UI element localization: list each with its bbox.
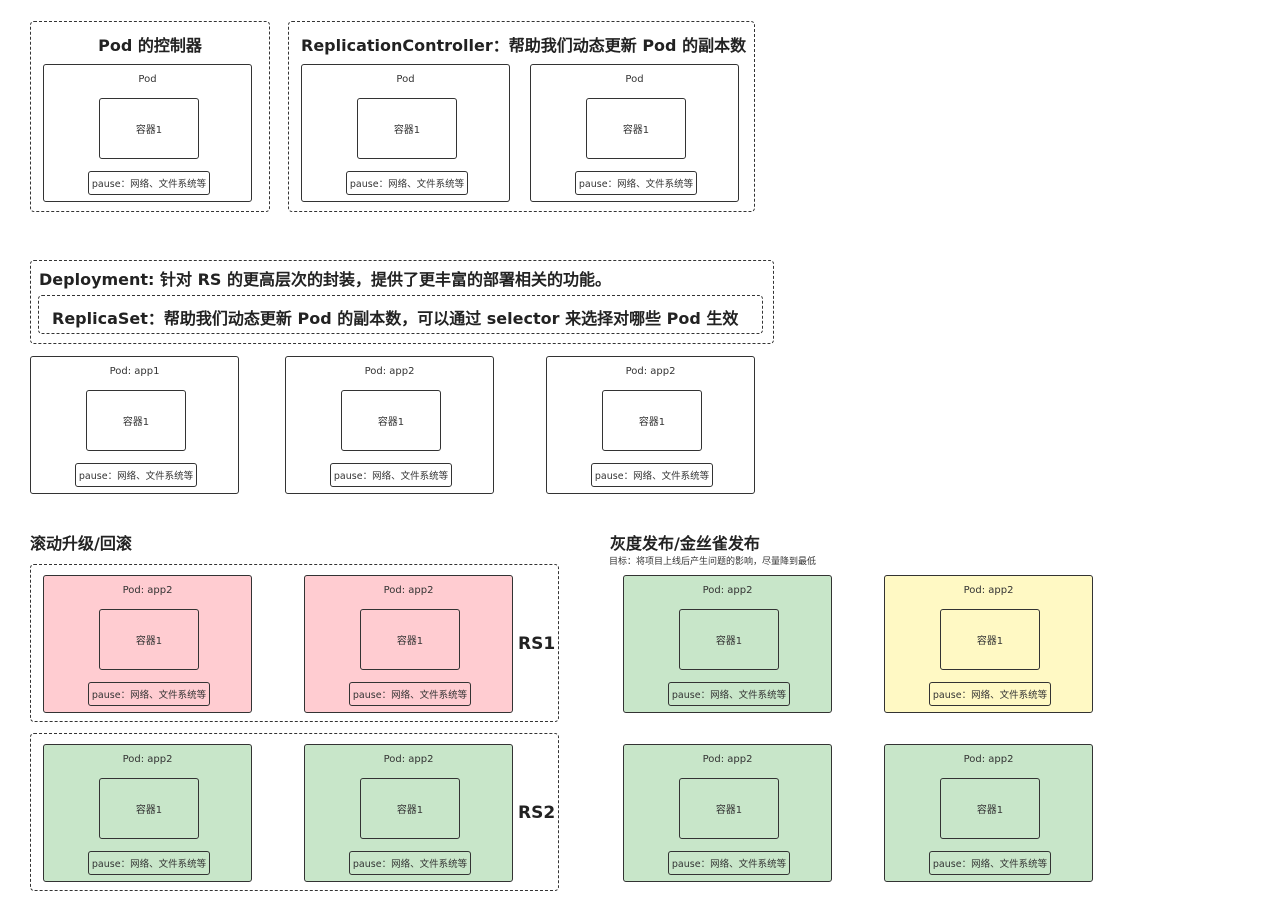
pod-box: Pod: app2 容器1 pause：网络、文件系统等: [285, 356, 494, 494]
pause-box: pause：网络、文件系统等: [88, 171, 210, 195]
replication-controller-title: ReplicationController：帮助我们动态更新 Pod 的副本数: [301, 36, 747, 55]
pod-controller-group: [30, 21, 270, 212]
pause-box: pause：网络、文件系统等: [346, 171, 468, 195]
pause-box: pause：网络、文件系统等: [349, 682, 471, 706]
container-box: 容器1: [679, 778, 779, 839]
pod-label: Pod: app2: [963, 585, 1014, 596]
deployment-title: Deployment: 针对 RS 的更高层次的封装，提供了更丰富的部署相关的功…: [39, 270, 612, 289]
pause-box: pause：网络、文件系统等: [668, 682, 790, 706]
pod-label: Pod: app2: [702, 585, 753, 596]
container-box: 容器1: [99, 778, 199, 839]
container-box: 容器1: [940, 778, 1040, 839]
container-box: 容器1: [602, 390, 702, 451]
container-box: 容器1: [360, 609, 460, 670]
container-box: 容器1: [679, 609, 779, 670]
pod-box: Pod: app1 容器1 pause：网络、文件系统等: [30, 356, 239, 494]
pause-box: pause：网络、文件系统等: [88, 851, 210, 875]
pod-label: Pod: [396, 74, 415, 85]
pause-box: pause：网络、文件系统等: [75, 463, 197, 487]
pod-box: Pod 容器1 pause：网络、文件系统等: [301, 64, 510, 202]
pause-box: pause：网络、文件系统等: [575, 171, 697, 195]
container-box: 容器1: [99, 609, 199, 670]
pod-box: Pod: app2 容器1 pause：网络、文件系统等: [43, 744, 252, 882]
container-box: 容器1: [940, 609, 1040, 670]
deployment-group: [30, 260, 774, 344]
replication-controller-group: [288, 21, 755, 212]
pod-label: Pod: [138, 74, 157, 85]
pause-box: pause：网络、文件系统等: [330, 463, 452, 487]
container-box: 容器1: [357, 98, 457, 159]
rs1-group: [30, 564, 559, 722]
pause-box: pause：网络、文件系统等: [668, 851, 790, 875]
pod-controller-title: Pod 的控制器: [98, 36, 202, 55]
rolling-title: 滚动升级/回滚: [30, 534, 132, 553]
pod-box: Pod: app2 容器1 pause：网络、文件系统等: [623, 575, 832, 713]
container-box: 容器1: [360, 778, 460, 839]
replicaset-group: [38, 295, 763, 334]
pause-box: pause：网络、文件系统等: [591, 463, 713, 487]
container-box: 容器1: [86, 390, 186, 451]
pod-label: Pod: app1: [109, 366, 160, 377]
replicaset-title: ReplicaSet：帮助我们动态更新 Pod 的副本数，可以通过 select…: [52, 309, 739, 328]
rs2-group: [30, 733, 559, 891]
rs2-label: RS2: [518, 803, 556, 823]
container-box: 容器1: [99, 98, 199, 159]
pod-label: Pod: app2: [383, 585, 434, 596]
canary-subtitle: 目标：将项目上线后产生问题的影响，尽量降到最低: [609, 557, 817, 567]
pod-box: Pod: app2 容器1 pause：网络、文件系统等: [546, 356, 755, 494]
pod-box: Pod: app2 容器1 pause：网络、文件系统等: [623, 744, 832, 882]
pause-box: pause：网络、文件系统等: [349, 851, 471, 875]
pause-box: pause：网络、文件系统等: [929, 851, 1051, 875]
rs1-label: RS1: [518, 634, 556, 654]
pod-label: Pod: app2: [122, 754, 173, 765]
pod-box: Pod: app2 容器1 pause：网络、文件系统等: [304, 744, 513, 882]
pause-box: pause：网络、文件系统等: [929, 682, 1051, 706]
pod-label: Pod: app2: [702, 754, 753, 765]
pod-label: Pod: app2: [122, 585, 173, 596]
pod-label: Pod: app2: [383, 754, 434, 765]
pod-box: Pod: app2 容器1 pause：网络、文件系统等: [884, 575, 1093, 713]
container-box: 容器1: [586, 98, 686, 159]
pod-box: Pod 容器1 pause：网络、文件系统等: [530, 64, 739, 202]
canary-title: 灰度发布/金丝雀发布: [610, 534, 760, 553]
pause-box: pause：网络、文件系统等: [88, 682, 210, 706]
pod-label: Pod: app2: [364, 366, 415, 377]
pod-label: Pod: [625, 74, 644, 85]
container-box: 容器1: [341, 390, 441, 451]
pod-box: Pod 容器1 pause：网络、文件系统等: [43, 64, 252, 202]
pod-label: Pod: app2: [963, 754, 1014, 765]
pod-box: Pod: app2 容器1 pause：网络、文件系统等: [304, 575, 513, 713]
pod-box: Pod: app2 容器1 pause：网络、文件系统等: [43, 575, 252, 713]
pod-box: Pod: app2 容器1 pause：网络、文件系统等: [884, 744, 1093, 882]
pod-label: Pod: app2: [625, 366, 676, 377]
